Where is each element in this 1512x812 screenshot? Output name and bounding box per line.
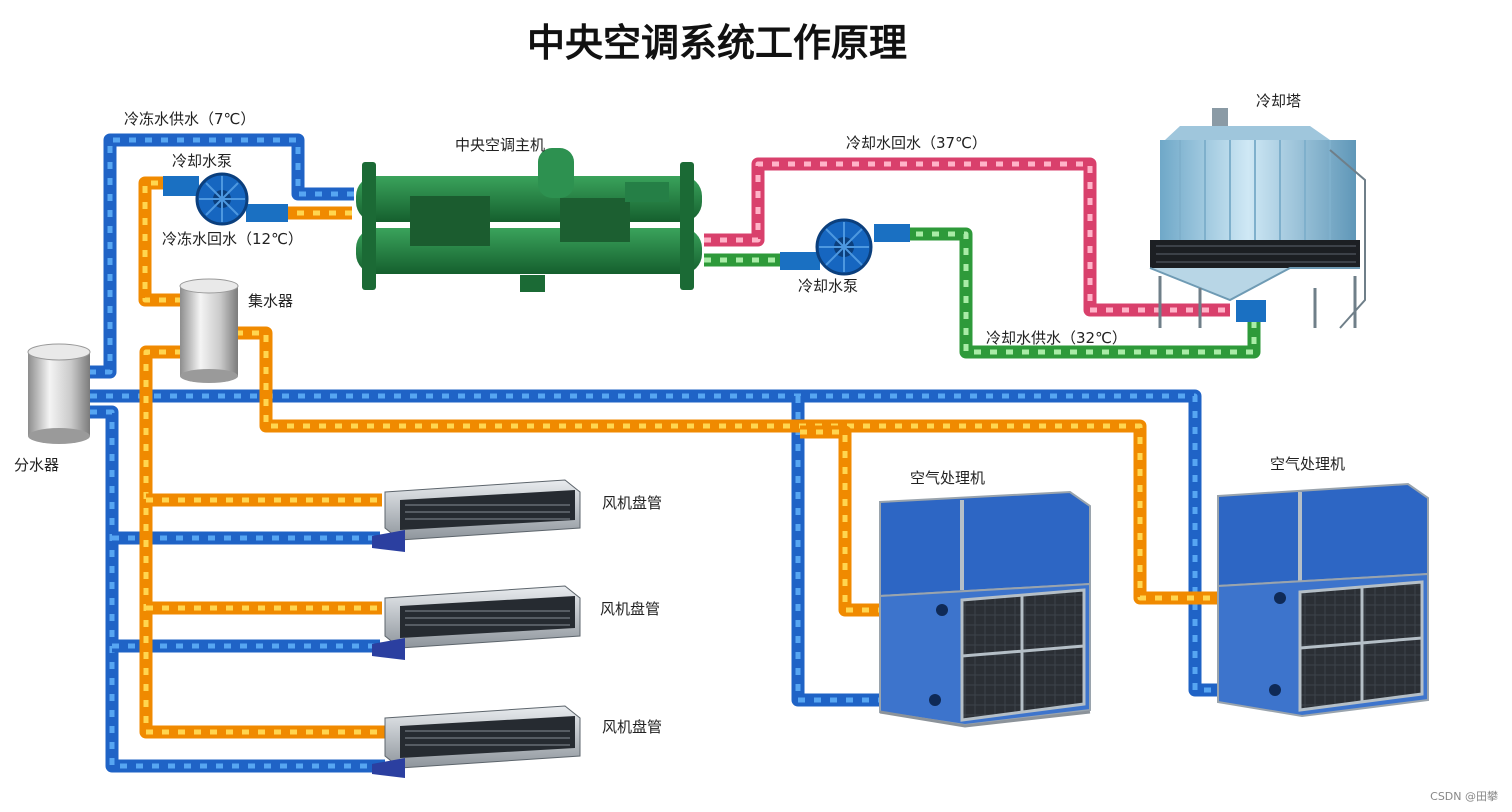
left-pump [163, 172, 288, 226]
cooling-tower [1149, 108, 1366, 329]
cooling-return-pipes [704, 157, 1230, 317]
label-cooling-return: 冷却水回水（37℃） [846, 134, 987, 152]
collector-tank [179, 278, 239, 383]
label-ahu-1: 空气处理机 [910, 469, 985, 487]
watermark: CSDN @田攀 [1430, 790, 1498, 803]
chiller-unit [356, 148, 702, 292]
label-cooling-tower: 冷却塔 [1256, 92, 1301, 110]
label-chiller: 中央空调主机 [455, 136, 545, 154]
label-chilled-return: 冷冻水回水（12℃） [162, 230, 303, 248]
distributor-tank [27, 343, 91, 444]
air-handling-unit-1 [879, 490, 1091, 728]
fan-coil-unit-3 [372, 705, 581, 778]
label-fan-coil-2: 风机盘管 [600, 600, 660, 618]
label-cooling-pump-right: 冷却水泵 [798, 277, 858, 295]
air-handling-unit-2 [1217, 482, 1429, 718]
page-title: 中央空调系统工作原理 [527, 21, 907, 65]
fan-coil-unit-1 [372, 479, 581, 552]
label-chilled-supply: 冷冻水供水（7℃） [124, 110, 255, 128]
fan-coil-unit-2 [372, 585, 581, 660]
label-collector: 集水器 [248, 292, 293, 310]
label-fan-coil-1: 风机盘管 [602, 494, 662, 512]
right-pump [780, 218, 910, 276]
label-ahu-2: 空气处理机 [1270, 455, 1345, 473]
label-distributor: 分水器 [14, 456, 59, 474]
label-cooling-supply: 冷却水供水（32℃） [986, 329, 1127, 347]
label-fan-coil-3: 风机盘管 [602, 718, 662, 736]
label-cooling-pump-left: 冷却水泵 [172, 152, 232, 170]
